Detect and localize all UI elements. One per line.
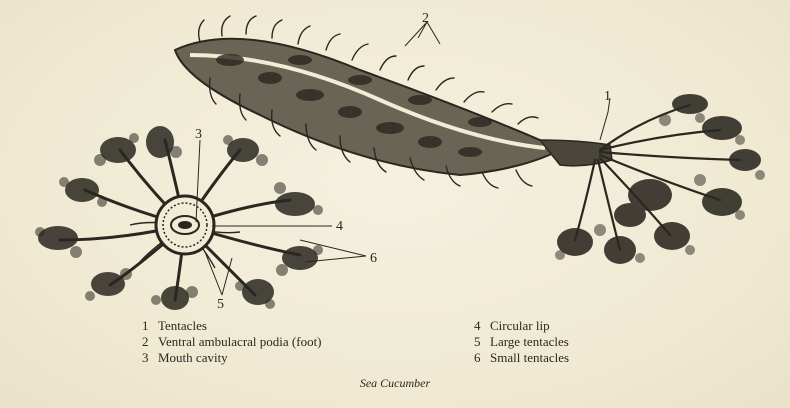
legend-text: Tentacles — [158, 318, 207, 333]
legend-number: 5 — [474, 334, 490, 350]
callout-2: 2 — [422, 11, 429, 26]
legend-text: Small tentacles — [490, 350, 569, 365]
legend-text: Circular lip — [490, 318, 550, 333]
lateral-view-drawing — [175, 16, 765, 264]
callout-5: 5 — [217, 297, 224, 312]
legend-number: 1 — [142, 318, 158, 334]
legend-text: Mouth cavity — [158, 350, 228, 365]
legend-number: 6 — [474, 350, 490, 366]
legend-text: Large tentacles — [490, 334, 569, 349]
figure-caption: Sea Cucumber — [0, 376, 790, 391]
oral-view-drawing — [35, 126, 323, 310]
callout-6: 6 — [370, 251, 377, 266]
legend-text: Ventral ambulacral podia (foot) — [158, 334, 322, 349]
legend-number: 4 — [474, 318, 490, 334]
callout-4: 4 — [336, 219, 343, 234]
legend-number: 2 — [142, 334, 158, 350]
callout-3: 3 — [195, 127, 202, 142]
legend-number: 3 — [142, 350, 158, 366]
callout-1: 1 — [604, 89, 611, 104]
